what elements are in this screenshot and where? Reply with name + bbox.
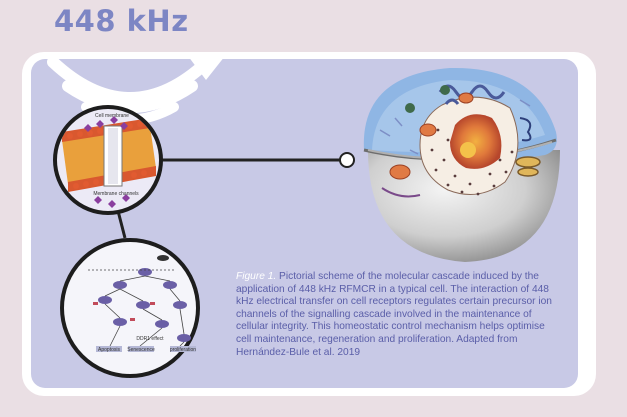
- cell-cross-section: [363, 67, 560, 262]
- pathway-node-senescence: Senescence: [127, 347, 155, 353]
- pathway-zoom-circle: Apoptosis Senescence proliferation DDR1 …: [60, 238, 200, 378]
- pathway-node-proliferation: proliferation: [170, 347, 196, 353]
- figure-label: Figure 1.: [236, 271, 277, 282]
- headline: 448 kHz: [54, 4, 189, 38]
- caption-text: Pictorial scheme of the molecular cascad…: [236, 271, 552, 358]
- figure-caption: Figure 1. Pictorial scheme of the molecu…: [236, 271, 554, 359]
- connector-endpoint: [339, 152, 355, 168]
- wifi-wave-icon: [47, 56, 225, 125]
- membrane-zoom-circle: Cell membrane Membrane channels: [53, 105, 163, 215]
- cell-membrane-label: Cell membrane: [95, 113, 129, 119]
- pathway-node-apoptosis: Apoptosis: [98, 347, 120, 353]
- membrane-channels-label: Membrane channels: [93, 191, 139, 197]
- pathway-marker-ddr1: DDR1 effect: [136, 336, 164, 342]
